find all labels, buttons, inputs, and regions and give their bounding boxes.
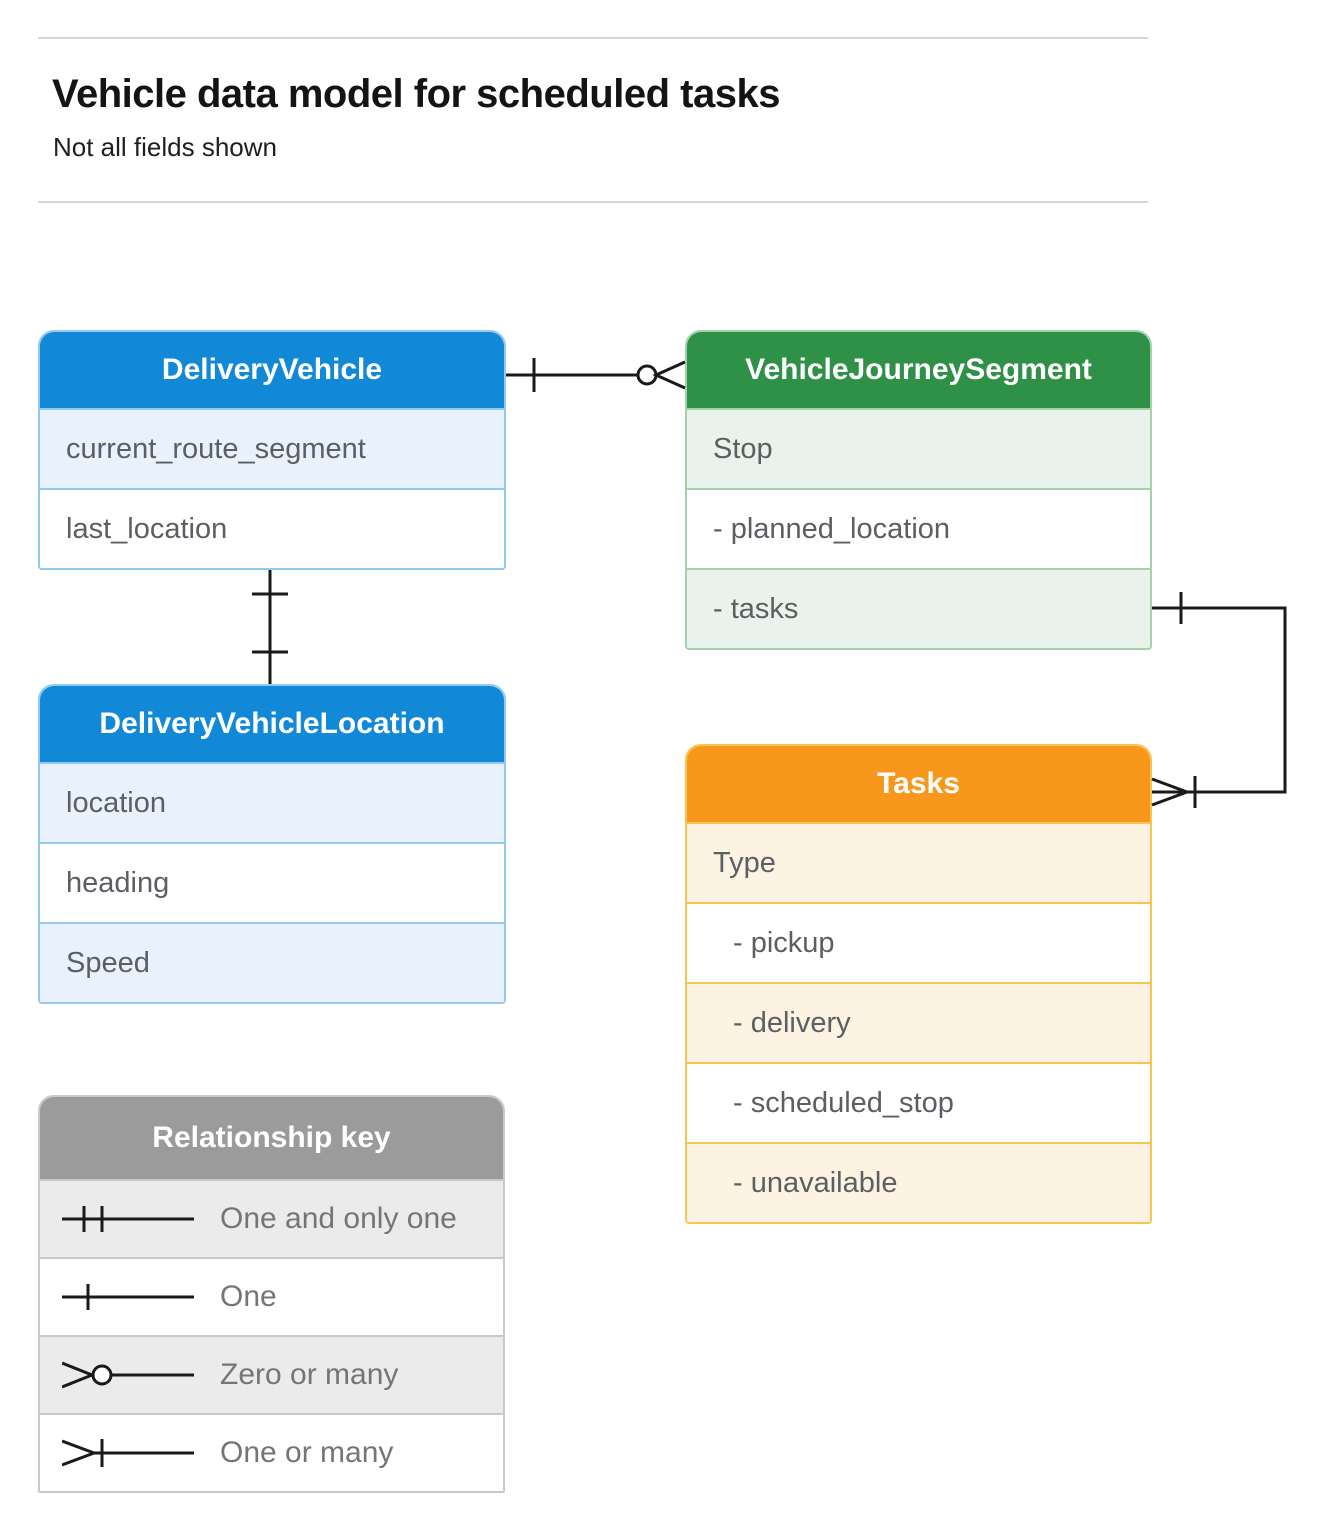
entity-delivery-vehicle-location: DeliveryVehicleLocation location heading… (38, 684, 506, 1004)
connector-vehiclejourneysegment-to-tasks (1151, 592, 1287, 808)
page-subtitle: Not all fields shown (53, 132, 277, 162)
legend-label: One or many (220, 1436, 394, 1469)
field-row: heading (40, 842, 504, 922)
one-or-many-icon (62, 1439, 194, 1467)
one-icon (62, 1284, 194, 1310)
legend-label: One and only one (220, 1202, 457, 1235)
zero-circle (636, 364, 658, 386)
one-and-only-one-icon (62, 1206, 194, 1232)
entity-title: VehicleJourneySegment (687, 332, 1150, 408)
crow-foot (652, 360, 686, 390)
field-row: location (40, 762, 504, 842)
entity-title: DeliveryVehicleLocation (40, 686, 504, 762)
legend-title: Relationship key (40, 1097, 503, 1179)
entity-title: DeliveryVehicle (40, 332, 504, 408)
field-row: Type (687, 822, 1150, 902)
legend-label: Zero or many (220, 1358, 399, 1391)
field-row: - planned_location (687, 488, 1150, 568)
connector-deliveryvehicle-to-deliveryvehiclelocation (252, 570, 288, 684)
field-row: - unavailable (687, 1142, 1150, 1222)
top-divider (38, 37, 1148, 39)
connector-line (1152, 606, 1287, 794)
field-row: - tasks (687, 568, 1150, 648)
legend-label: One (220, 1280, 277, 1313)
field-row: Stop (687, 408, 1150, 488)
entity-vehicle-journey-segment: VehicleJourneySegment Stop - planned_loc… (685, 330, 1152, 650)
field-row: last_location (40, 488, 504, 568)
legend-row: One (40, 1257, 503, 1335)
field-row: - scheduled_stop (687, 1062, 1150, 1142)
entity-delivery-vehicle: DeliveryVehicle current_route_segment la… (38, 330, 506, 570)
field-row: - delivery (687, 982, 1150, 1062)
field-row: current_route_segment (40, 408, 504, 488)
field-row: Speed (40, 922, 504, 1002)
field-row: - pickup (687, 902, 1150, 982)
entity-tasks: Tasks Type - pickup - delivery - schedul… (685, 744, 1152, 1224)
page-title: Vehicle data model for scheduled tasks (52, 72, 780, 116)
entity-title: Tasks (687, 746, 1150, 822)
legend-row: Zero or many (40, 1335, 503, 1413)
zero-or-many-icon (62, 1361, 194, 1389)
legend-row: One and only one (40, 1179, 503, 1257)
connector-deliveryvehicle-to-vehiclejourneysegment (506, 358, 686, 392)
relationship-key: Relationship key One and only one One Ze… (38, 1095, 505, 1493)
crow-foot (1151, 777, 1192, 807)
legend-row: One or many (40, 1413, 503, 1491)
header-divider (38, 201, 1148, 203)
